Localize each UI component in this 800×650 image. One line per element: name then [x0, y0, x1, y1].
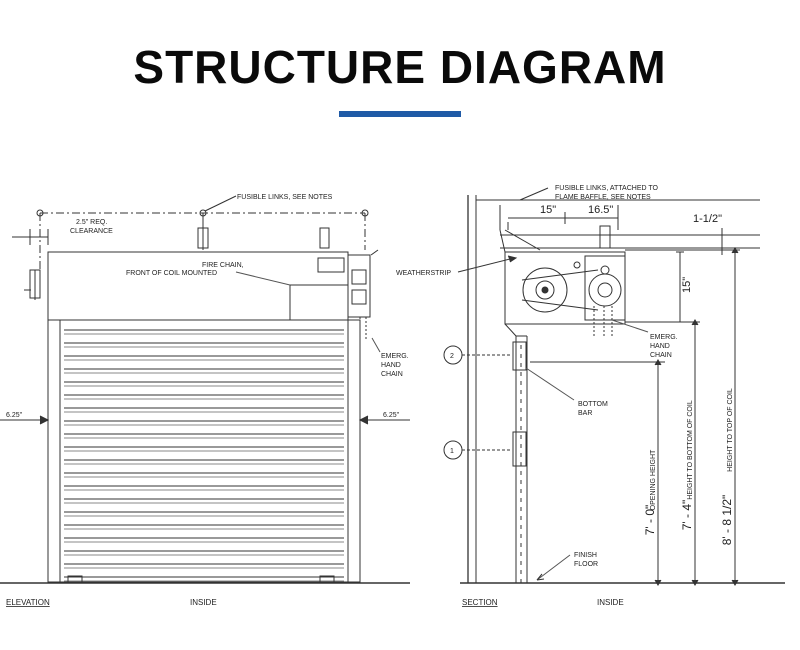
curtain-slats — [64, 329, 344, 582]
height-bottom-label: HEIGHT TO BOTTOM OF COIL — [687, 400, 694, 500]
clearance-label-1: 2.5" REQ. — [76, 219, 107, 226]
height-top-label: HEIGHT TO TOP OF COIL — [727, 388, 734, 472]
dim-7-4: 7' - 4" — [680, 500, 694, 531]
right-width-dim: 6.25" — [383, 412, 400, 419]
left-width-dim: 6.25" — [6, 412, 23, 419]
fusible-links-label: FUSIBLE LINKS, SEE NOTES — [237, 194, 333, 201]
section-emerg-3: CHAIN — [650, 352, 672, 359]
finish-floor-label-1: FINISH — [574, 552, 597, 559]
opening-height-label: OPENING HEIGHT — [650, 449, 657, 510]
elevation-caption: ELEVATION — [6, 598, 50, 607]
emerg-label-2: HAND — [381, 362, 401, 369]
elevation-inside: INSIDE — [190, 598, 217, 607]
dim-16-5: 16.5" — [588, 204, 613, 216]
section-emerg-2: HAND — [650, 343, 670, 350]
callout-2: 2 — [450, 353, 454, 360]
fire-chain-label-2: FRONT OF COIL MOUNTED — [126, 270, 217, 277]
dim-15-side: 15" — [681, 277, 693, 293]
page-title: STRUCTURE DIAGRAM — [133, 41, 667, 93]
section-fusible-1: FUSIBLE LINKS, ATTACHED TO — [555, 185, 659, 192]
section-caption: SECTION — [462, 598, 498, 607]
section-view — [443, 187, 785, 586]
dim-7-0: 7' - 0" — [643, 505, 657, 536]
section-inside: INSIDE — [597, 598, 624, 607]
dim-8-8: 8' - 8 1/2" — [720, 495, 734, 546]
section-fusible-2: FLAME BAFFLE, SEE NOTES — [555, 194, 651, 201]
emerg-label-3: CHAIN — [381, 371, 403, 378]
section-emerg-1: EMERG. — [650, 334, 678, 341]
clearance-label-2: CLEARANCE — [70, 228, 113, 235]
emerg-label-1: EMERG. — [381, 353, 409, 360]
bottom-bar-label-1: BOTTOM — [578, 401, 608, 408]
callout-1: 1 — [450, 448, 454, 455]
dim-1-half: 1-1/2" — [693, 213, 722, 225]
fire-chain-label-1: FIRE CHAIN, — [202, 262, 244, 269]
elevation-view — [0, 195, 410, 584]
dim-15-top: 15" — [540, 204, 556, 216]
finish-floor-label-2: FLOOR — [574, 561, 598, 568]
weatherstrip-label: WEATHERSTRIP — [396, 270, 451, 277]
bottom-bar-label-2: BAR — [578, 410, 592, 417]
title-underline — [339, 111, 461, 117]
